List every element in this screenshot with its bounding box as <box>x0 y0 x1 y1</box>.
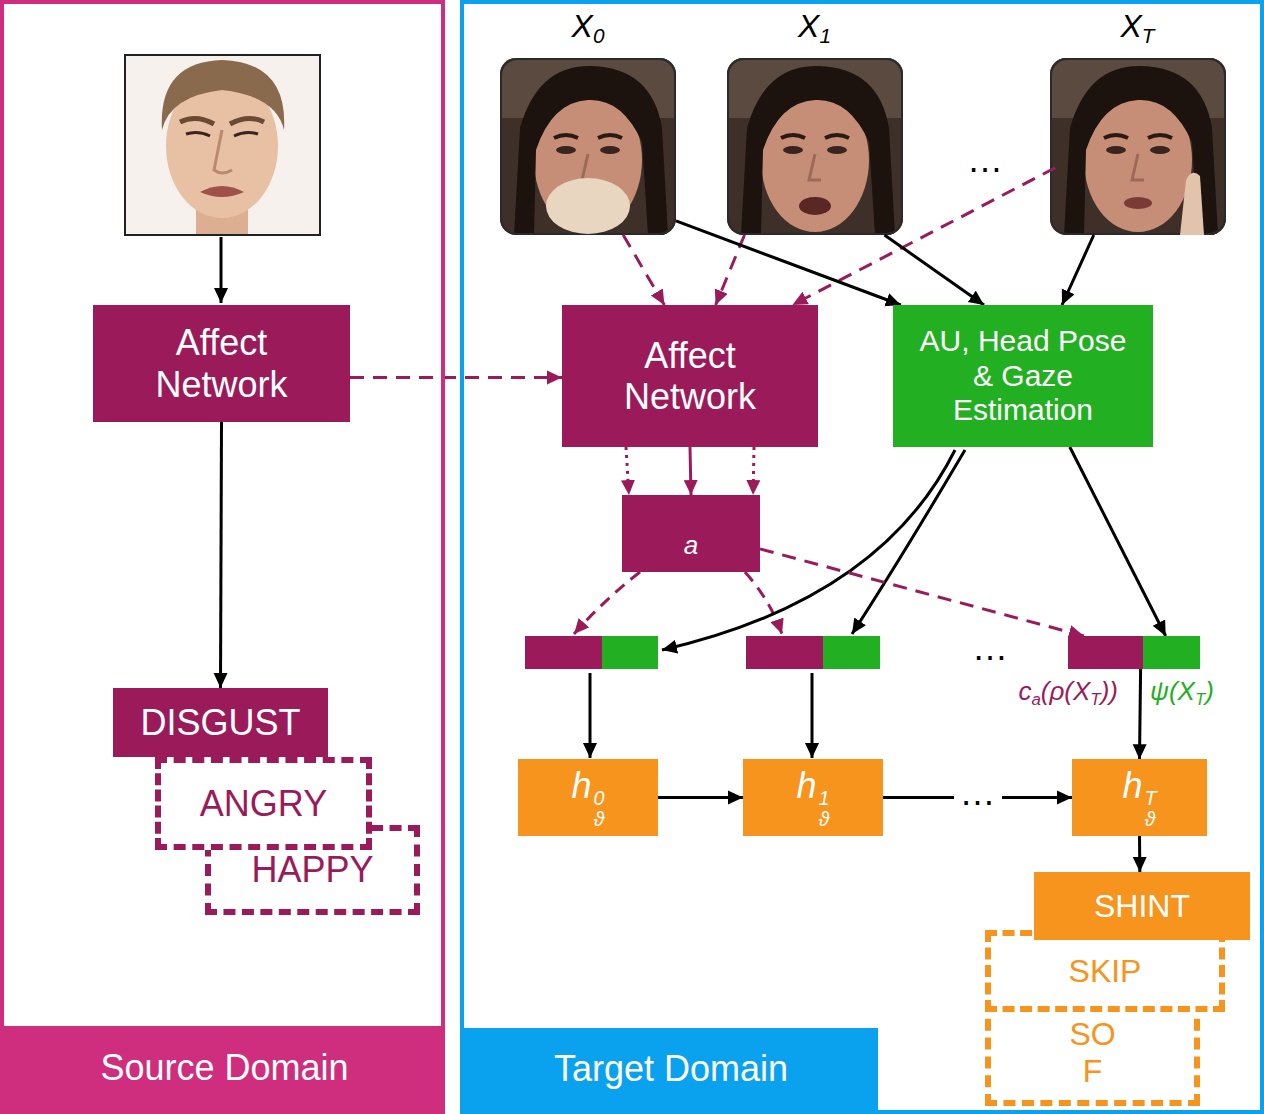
box-text: hTϑ <box>1122 765 1156 829</box>
flow-arrow <box>852 450 965 634</box>
frame-label: XT <box>1050 8 1225 48</box>
affect-vector-box: a <box>622 495 760 572</box>
dashed-arrow <box>574 572 640 634</box>
video-frame: XT <box>1050 58 1225 235</box>
box-text: Affect Network <box>582 335 798 418</box>
rnn-cell: h1ϑ <box>743 759 883 835</box>
hair <box>162 60 284 130</box>
domain-title: Source Domain <box>100 1047 348 1088</box>
box-text: a <box>684 531 698 561</box>
brow <box>180 118 214 124</box>
connector <box>690 447 691 495</box>
nose <box>214 130 232 173</box>
subscript: T <box>1090 690 1100 709</box>
index-stack: Tϑ <box>1144 788 1156 830</box>
box-text: AU, Head Pose & Gaze Estimation <box>913 324 1133 428</box>
class-label-box: SKIP <box>985 930 1225 1012</box>
domain-title: Target Domain <box>554 1048 788 1089</box>
rnn-cell: h0ϑ <box>518 759 658 835</box>
box-text: h0ϑ <box>571 765 604 829</box>
flow-arrow <box>811 673 814 758</box>
box-text: SO F <box>1057 1016 1127 1090</box>
frame-label: X1 <box>727 8 902 48</box>
source-face-photo <box>125 55 320 235</box>
domain-panel: Target DomainX0X1XTAffect NetworkAU, Hea… <box>460 0 1264 1114</box>
connector <box>752 447 756 495</box>
domain-band: Source Domain <box>4 1026 445 1110</box>
brow <box>230 118 264 124</box>
hand <box>546 178 630 234</box>
subscript: ϑ <box>819 809 830 830</box>
box-text: DISGUST <box>140 702 300 743</box>
connector <box>658 796 743 799</box>
photo-frame <box>125 55 320 235</box>
superscript: 1 <box>819 788 830 809</box>
finger <box>1180 173 1204 235</box>
feature-bar-au <box>823 636 880 669</box>
connector <box>1070 447 1166 636</box>
connector <box>1062 235 1094 305</box>
feature-label: ψ(XT) <box>1150 678 1214 709</box>
estimation-box: AU, Head Pose & Gaze Estimation <box>893 305 1153 447</box>
subscript: T <box>1195 690 1205 709</box>
class-label-box: SHINT <box>1034 872 1250 940</box>
video-frame: X0 <box>500 58 676 235</box>
feature-bar-au <box>602 636 658 669</box>
rnn-cell: hTϑ <box>1072 759 1207 835</box>
flow-arrow <box>589 673 592 758</box>
ellipsis-label: … <box>967 142 1003 178</box>
index-stack: 1ϑ <box>819 788 830 830</box>
feature-bar-affect <box>525 636 602 669</box>
eye <box>234 132 258 136</box>
domain-panel: Source Domain Affect NetworkDISGUST ANGRY H… <box>0 0 445 1114</box>
class-label-box: SO F <box>985 1000 1200 1106</box>
connector <box>676 221 901 305</box>
connector <box>760 549 1084 636</box>
connector <box>792 168 1055 305</box>
connector <box>1140 669 1141 759</box>
index-stack: 0ϑ <box>594 788 605 830</box>
connector <box>350 376 562 379</box>
connector <box>1138 836 1141 872</box>
subscript: T <box>1142 24 1155 47</box>
superscript: 0 <box>594 788 605 809</box>
box-text: h1ϑ <box>796 765 829 829</box>
box-text: ANGRY <box>200 783 327 824</box>
mouth <box>200 186 244 197</box>
edge-label: … <box>954 773 1002 813</box>
box-text: HAPPY <box>251 849 373 890</box>
class-label-box: ANGRY <box>155 757 372 850</box>
class-label-box: DISGUST <box>113 688 328 757</box>
domain-band: Target Domain <box>464 1028 878 1110</box>
feature-label: ca(ρ(XT)) <box>1018 678 1118 709</box>
box-text: SKIP <box>1069 953 1142 990</box>
video-frame <box>727 58 903 235</box>
frame-label: X0 <box>500 8 676 48</box>
box-text: Affect Network <box>113 322 330 405</box>
box-text: SHINT <box>1094 888 1190 925</box>
connector <box>626 447 629 495</box>
open-mouth <box>799 197 831 215</box>
connector <box>623 235 664 305</box>
subscript: ϑ <box>594 809 605 830</box>
subscript: 1 <box>819 24 831 47</box>
eye <box>186 132 210 136</box>
subscript: 0 <box>593 24 605 47</box>
video-frame: X1 <box>727 58 902 235</box>
video-frame <box>500 58 676 235</box>
subscript: ϑ <box>1144 809 1156 830</box>
ellipsis-label: … <box>972 630 1008 666</box>
connector <box>885 235 985 305</box>
video-frame <box>1050 58 1226 235</box>
flow-arrow <box>220 237 223 303</box>
feature-bar: ca(ρ(XT))ψ(XT) <box>1068 636 1200 669</box>
subscript: a <box>1031 690 1040 709</box>
network-box: Affect Network <box>93 305 350 422</box>
superscript: T <box>1144 788 1156 809</box>
feature-bar-affect <box>746 636 823 669</box>
network-box: Affect Network <box>562 305 818 447</box>
connector <box>221 422 222 688</box>
